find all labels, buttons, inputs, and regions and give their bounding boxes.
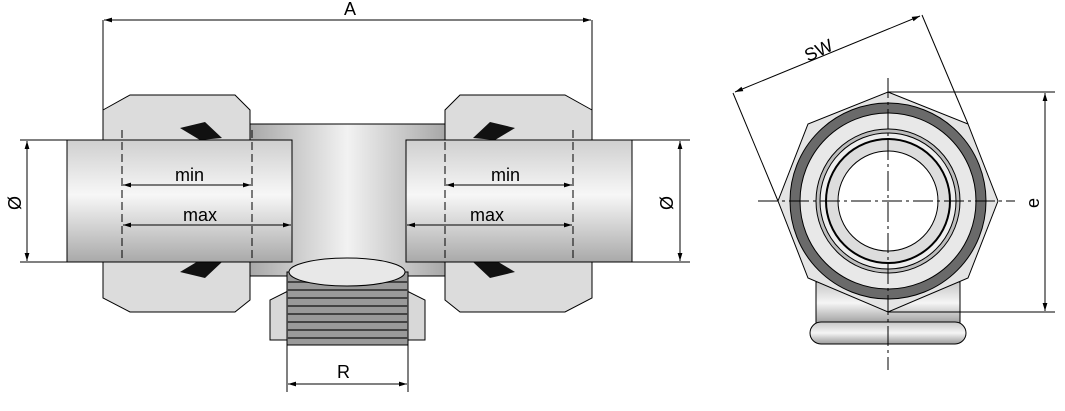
max-left-label: max — [183, 205, 217, 225]
e-label: e — [1023, 198, 1043, 208]
min-left-label: min — [175, 165, 204, 185]
left-pipe — [66, 139, 293, 263]
dimension-a-label: A — [344, 0, 356, 19]
max-right-label: max — [470, 205, 504, 225]
sw-label: SW — [801, 35, 836, 65]
right-pipe — [405, 139, 633, 263]
front-view: SW e — [732, 14, 1055, 370]
branch-thread — [286, 257, 409, 346]
min-right-label: min — [491, 165, 520, 185]
thread-r-label: R — [337, 362, 350, 382]
diameter-left-label: Ø — [5, 196, 25, 210]
diameter-right-label: Ø — [657, 196, 677, 210]
side-view: A Ø Ø min max min max R — [5, 0, 690, 392]
